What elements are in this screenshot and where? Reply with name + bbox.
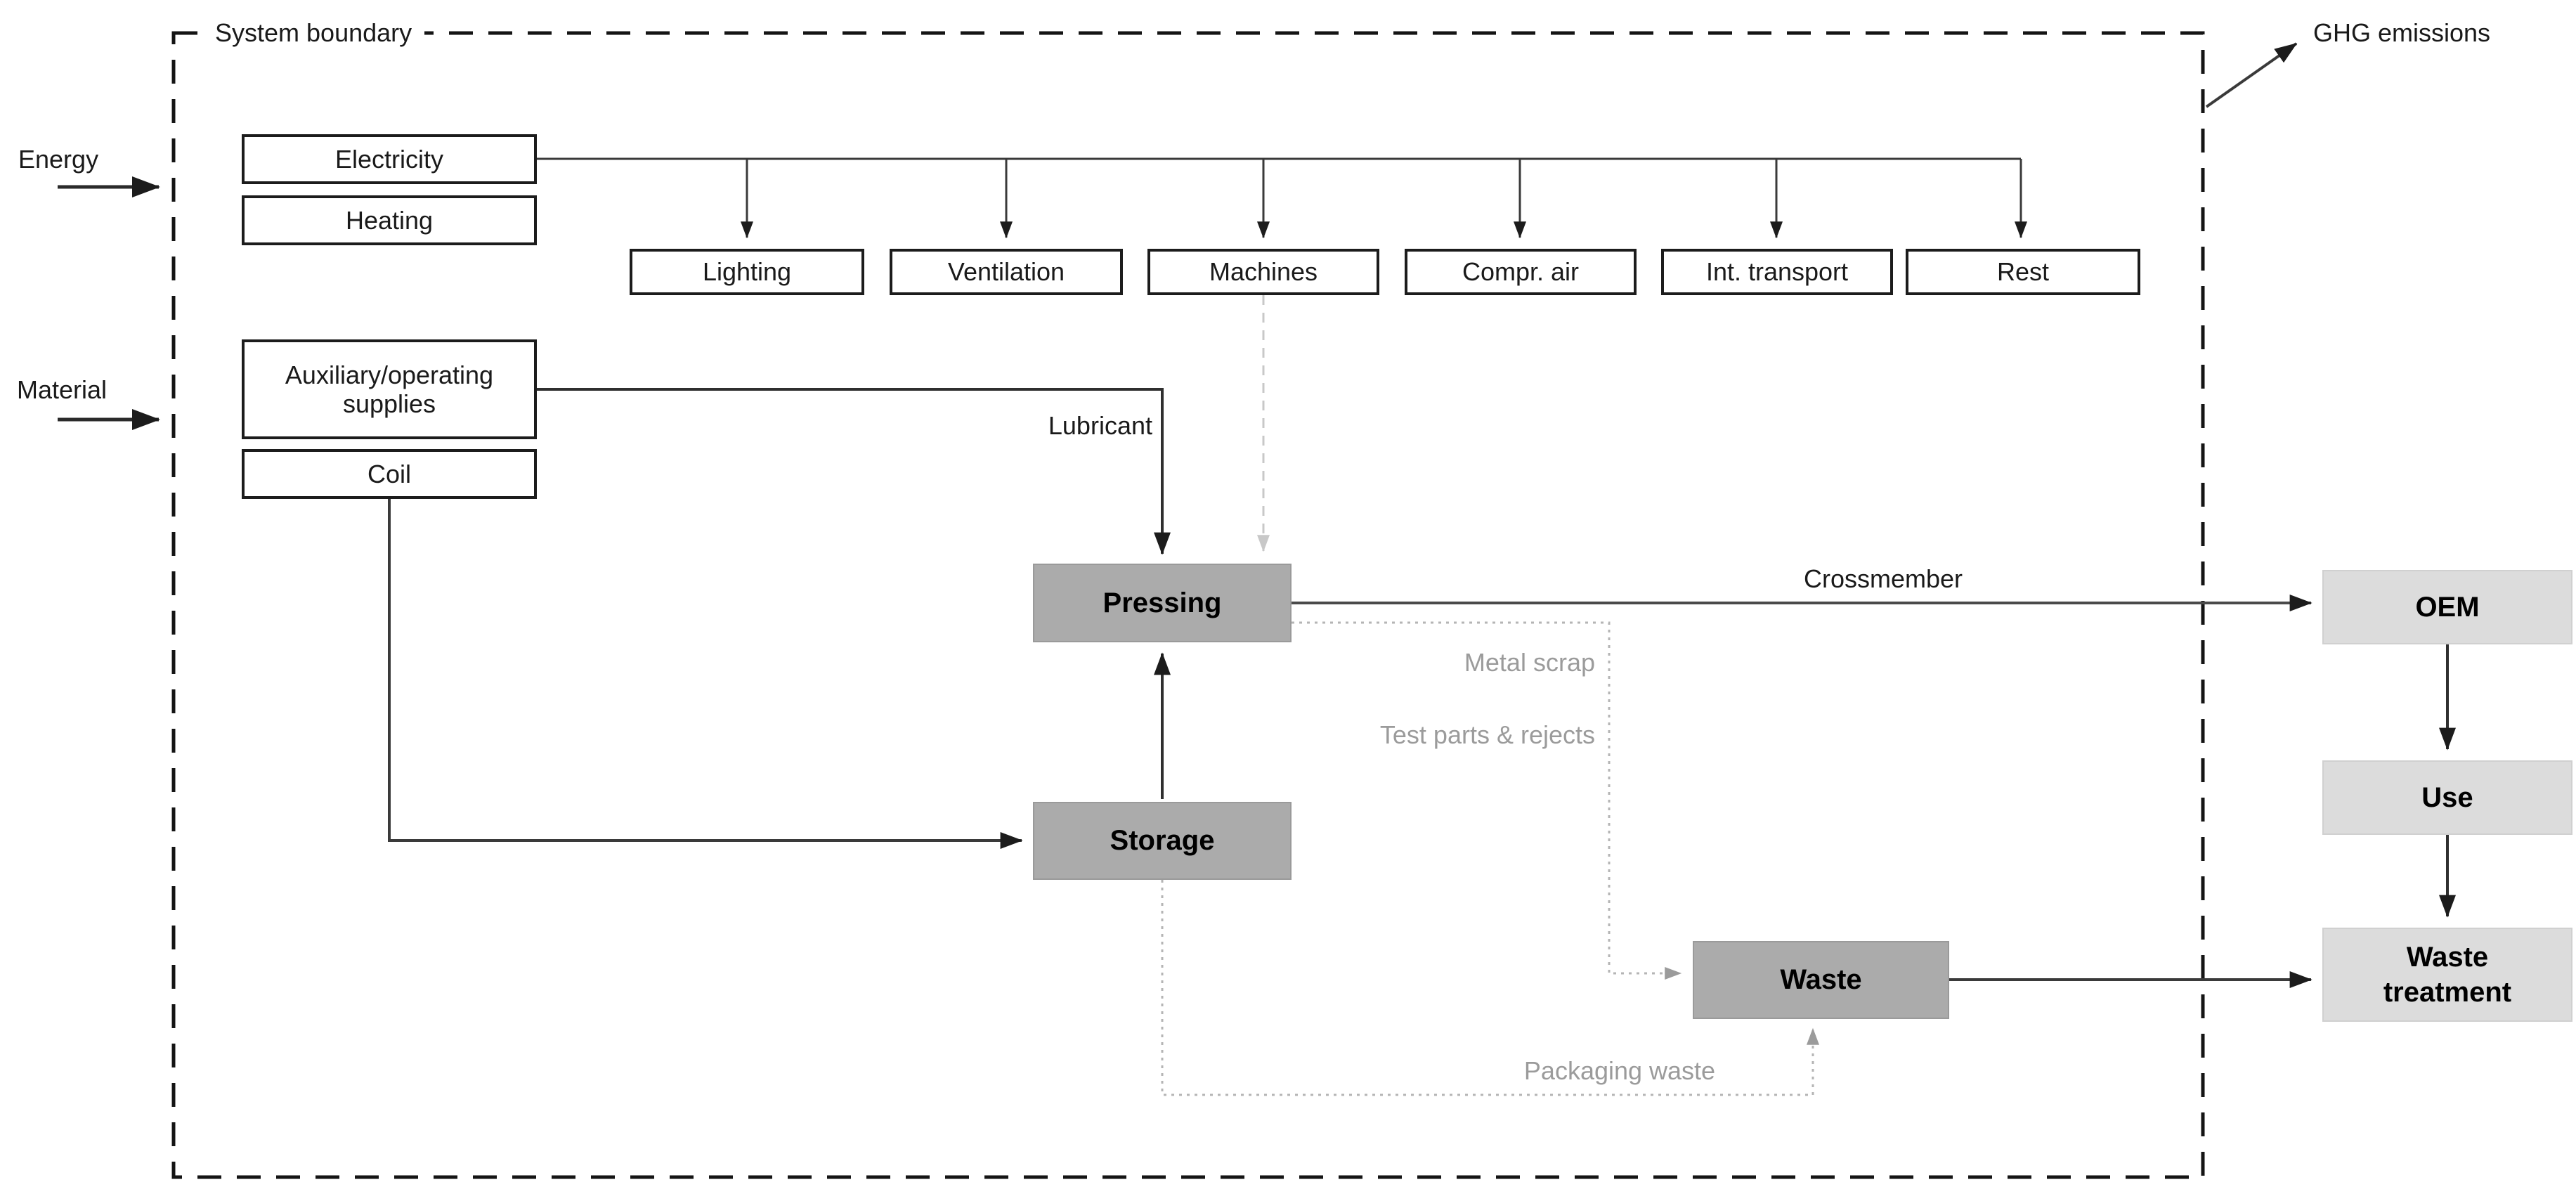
- box-oem: OEM: [2322, 570, 2572, 644]
- system-boundary-label: System boundary: [211, 17, 425, 49]
- pressing-to-waste-dotted-arrow: [1292, 621, 1682, 980]
- box-heating: Heating: [242, 195, 537, 245]
- box-ventilation: Ventilation: [890, 249, 1123, 295]
- box-coil: Coil: [242, 449, 537, 499]
- box-lighting: Lighting: [630, 249, 864, 295]
- box-electricity: Electricity: [242, 134, 537, 184]
- metal-scrap-label: Metal scrap: [1464, 648, 1595, 677]
- box-storage: Storage: [1033, 802, 1292, 880]
- electricity-distribution: [537, 157, 2027, 239]
- energy-label: Energy: [18, 145, 99, 174]
- box-use: Use: [2322, 760, 2572, 835]
- lubricant-arrow: [537, 388, 1171, 555]
- box-pressing: Pressing: [1033, 564, 1292, 642]
- material-label: Material: [17, 375, 108, 404]
- storage-to-waste-dotted-arrow: [1161, 880, 1819, 1096]
- system-boundary-rect: [171, 31, 2205, 1179]
- lubricant-label: Lubricant: [1048, 411, 1152, 440]
- box-waste: Waste: [1693, 941, 1949, 1019]
- box-rest: Rest: [1906, 249, 2140, 295]
- box-compressed-air: Compr. air: [1405, 249, 1637, 295]
- coil-to-storage-arrow: [388, 499, 1023, 849]
- box-internal-transport: Int. transport: [1661, 249, 1893, 295]
- ghg-emissions-label: GHG emissions: [2313, 18, 2491, 47]
- test-parts-rejects-label: Test parts & rejects: [1379, 720, 1595, 749]
- box-waste-treatment: Waste treatment: [2322, 928, 2572, 1022]
- packaging-waste-label: Packaging waste: [1523, 1056, 1716, 1085]
- box-auxiliary-operating-supplies: Auxiliary/operating supplies: [242, 339, 537, 439]
- ghg-arrow: [2205, 42, 2298, 108]
- box-machines: Machines: [1147, 249, 1379, 295]
- crossmember-label: Crossmember: [1803, 564, 1963, 593]
